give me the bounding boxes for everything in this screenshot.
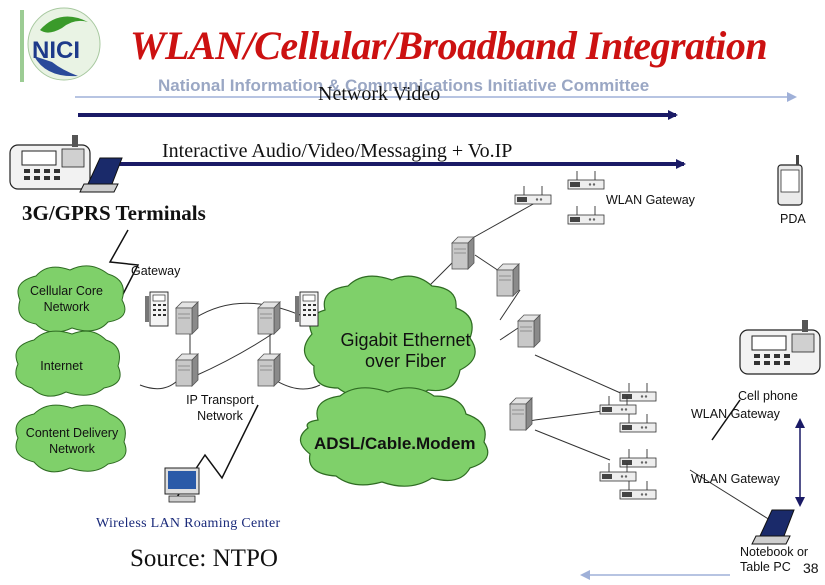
wlan-gateway-low-label: WLAN Gateway [691,472,780,486]
internet-label: Internet [40,359,83,373]
interactive-label: Interactive Audio/Video/Messaging + Vo.I… [162,140,513,162]
notebook-icon [751,509,795,545]
content-delivery-label: Content Delivery Network [25,426,119,456]
wlan-gateway-top-label: WLAN Gateway [606,193,695,207]
cloud-internet [15,330,121,397]
phone-icon-cell [739,319,821,375]
lightning-link-left [108,229,140,301]
cellular-core-label: Cellular Core Network [30,284,103,314]
wireless-lan-center-label: Wireless LAN Roaming Center [96,516,281,531]
page-number: 38 [803,560,819,576]
nici-logo: NICI [20,7,101,82]
notebook-label: Notebook or Table PC [740,545,809,574]
cloud-cellular-core [17,265,126,333]
adsl-label: ADSL/Cable.Modem [314,434,476,453]
wlan-gateway-mid-label: WLAN Gateway [691,407,780,421]
cell-phone-label: Cell phone [738,389,798,403]
phone-icon-3g [9,134,91,190]
network-video-label: Network Video [318,83,441,105]
slide-subtitle: National Information & Communications In… [158,76,650,95]
gateway-label: Gateway [131,264,181,278]
terminals-3g-label: 3G/GPRS Terminals [22,201,206,225]
lightning-link-right [711,399,741,441]
cloud-content-delivery [15,404,127,473]
deskphone-icon-right [294,291,319,327]
gigabit-label: Gigabit Ethernet over Fiber [340,330,471,371]
deskphone-icon-left [144,291,169,327]
source-label: Source: NTPO [130,545,278,572]
pda-label: PDA [780,212,806,226]
cloud-gigabit [303,275,476,399]
ip-transport-label: IP Transport Network [186,393,254,423]
svg-text:NICI: NICI [32,37,80,64]
laptop-icon-3g [79,157,123,193]
desktop-computer-icon [164,467,200,503]
pda-icon [777,155,803,206]
slide-title: WLAN/Cellular/Broadband Integration [130,23,768,68]
cloud-adsl [299,387,489,487]
